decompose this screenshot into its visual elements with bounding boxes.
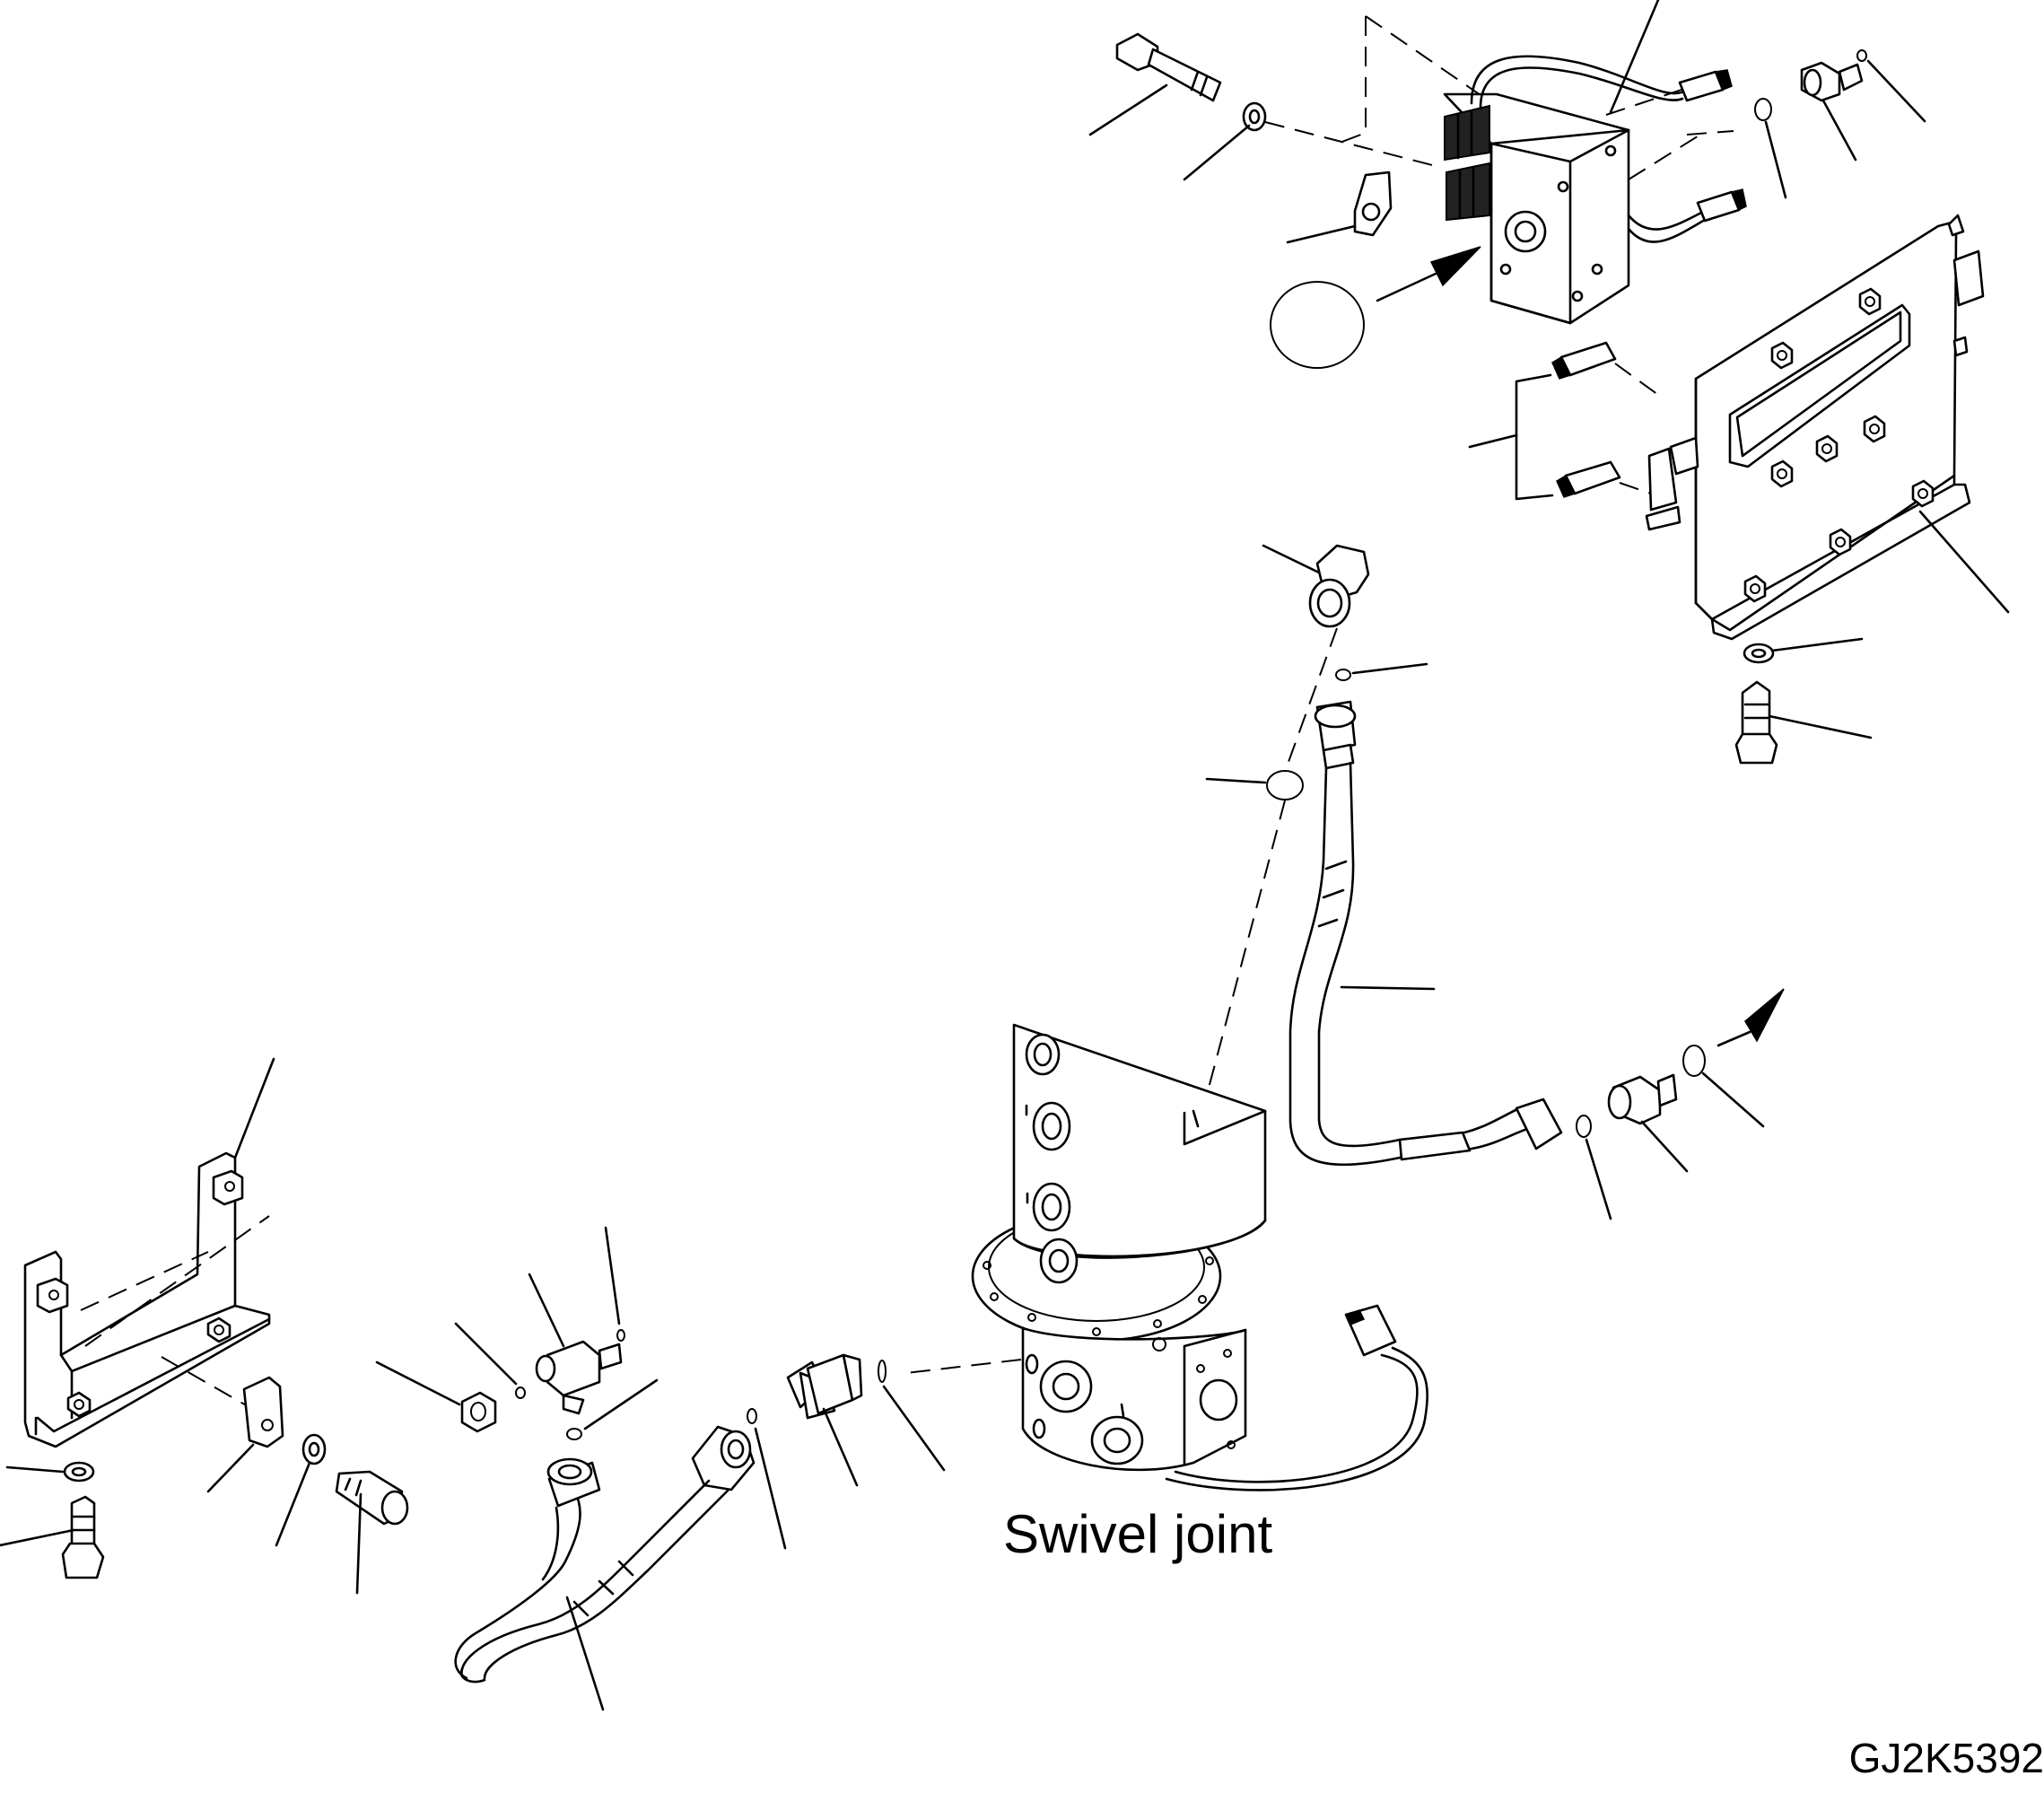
hex-bolt: [1734, 680, 1778, 765]
leader-line: [1205, 777, 1267, 784]
solenoid-coil-upper: [1444, 104, 1490, 162]
leader-line: [604, 1226, 621, 1325]
leader-line: [233, 1057, 275, 1159]
leader-line: [375, 1360, 461, 1406]
leader-line: [882, 1385, 946, 1472]
hex-bolt: [61, 1495, 105, 1579]
washer: [1242, 101, 1267, 132]
clamp-clip: [1353, 171, 1393, 237]
wire-connector-right: [1696, 188, 1747, 223]
leader-line: [1866, 59, 1926, 123]
leader-line: [1640, 1120, 1689, 1173]
leader-line: [1770, 637, 1864, 652]
o-ring: [1682, 1045, 1706, 1077]
leader-line: [275, 1461, 311, 1547]
wire-connector-top: [1678, 69, 1733, 102]
hydraulic-hose-lower: [454, 1425, 756, 1684]
o-ring-small: [515, 1386, 526, 1399]
solenoid-valve-block: [1443, 92, 1630, 325]
drawing-code: GJ2K5392: [1848, 1735, 2044, 1781]
hex-nut: [206, 1317, 231, 1343]
leader-line: [583, 1378, 659, 1430]
hex-nut: [66, 1391, 92, 1418]
leader-line: [206, 1443, 255, 1493]
straight-fitting: [1607, 1073, 1678, 1125]
leader-line: [1340, 985, 1436, 991]
leader-line: [1764, 120, 1787, 199]
hex-bolt: [335, 1470, 409, 1526]
hex-nut: [1863, 415, 1886, 443]
mounting-bracket-left: [23, 1151, 271, 1448]
hex-nut: [460, 1391, 497, 1433]
connector-pair: [1515, 341, 1659, 501]
o-ring-small: [1856, 49, 1867, 62]
solenoid-coil-lower: [1446, 162, 1490, 222]
o-ring-small: [566, 1428, 582, 1440]
leader-line: [1262, 544, 1321, 574]
leader-line: [565, 1596, 605, 1711]
swivel-joint: [971, 1023, 1428, 1491]
hex-nut: [1911, 479, 1935, 508]
hydraulic-hose: [1288, 700, 1563, 1167]
o-ring-small: [616, 1329, 625, 1342]
leader-line: [1821, 99, 1857, 162]
leader-line: [822, 1407, 859, 1487]
leader-line: [1468, 433, 1518, 449]
mounting-bracket-plate: [1645, 214, 1985, 641]
o-ring: [1266, 770, 1304, 800]
hex-nut: [1770, 341, 1794, 370]
o-ring: [878, 1360, 887, 1383]
solenoid-valve-group: [1332, 15, 1747, 325]
clamp-clip: [242, 1376, 284, 1448]
leader-line: [454, 1322, 518, 1386]
hex-nut: [1770, 459, 1794, 488]
leader-line: [1351, 662, 1428, 675]
leader-line: [5, 1465, 65, 1474]
o-ring-large: [1270, 281, 1365, 369]
hex-nut: [1815, 434, 1839, 463]
o-ring: [1576, 1115, 1592, 1138]
washer: [301, 1433, 327, 1465]
leader-line: [1183, 124, 1251, 181]
washer: [1743, 643, 1775, 664]
bracket-tab: [212, 1169, 244, 1206]
leader-line: [1286, 224, 1357, 244]
leader-line: [1918, 510, 2010, 614]
washer: [63, 1461, 95, 1483]
o-ring-small: [1335, 669, 1351, 681]
leader-line: [1376, 272, 1437, 302]
bracket-tab: [36, 1277, 69, 1314]
hex-nut: [1829, 528, 1852, 556]
leader-line: [1701, 1072, 1765, 1128]
leader-line: [754, 1427, 787, 1550]
elbow-fitting-upper: [1308, 544, 1370, 628]
o-ring: [1754, 98, 1772, 121]
leader-line: [1609, 0, 1660, 114]
direction-arrow: [1429, 246, 1481, 287]
straight-fitting-top: [1800, 61, 1864, 102]
tee-fitting: [535, 1340, 623, 1415]
leader-line: [528, 1273, 565, 1348]
direction-arrow-shaft: [1716, 1030, 1751, 1047]
swivel-joint-label: Swivel joint: [1003, 1504, 1273, 1564]
leader-line: [355, 1492, 363, 1595]
leader-line: [1088, 83, 1168, 136]
hex-bolt-long: [1115, 32, 1222, 102]
hex-nut: [1743, 574, 1767, 603]
hex-nut: [1858, 287, 1882, 316]
o-ring-small: [747, 1408, 757, 1424]
leader-line: [0, 1528, 75, 1547]
leader-line: [1768, 714, 1873, 739]
direction-arrow: [1744, 988, 1785, 1043]
elbow-fitting-45: [786, 1353, 863, 1420]
leader-line: [1585, 1138, 1612, 1220]
